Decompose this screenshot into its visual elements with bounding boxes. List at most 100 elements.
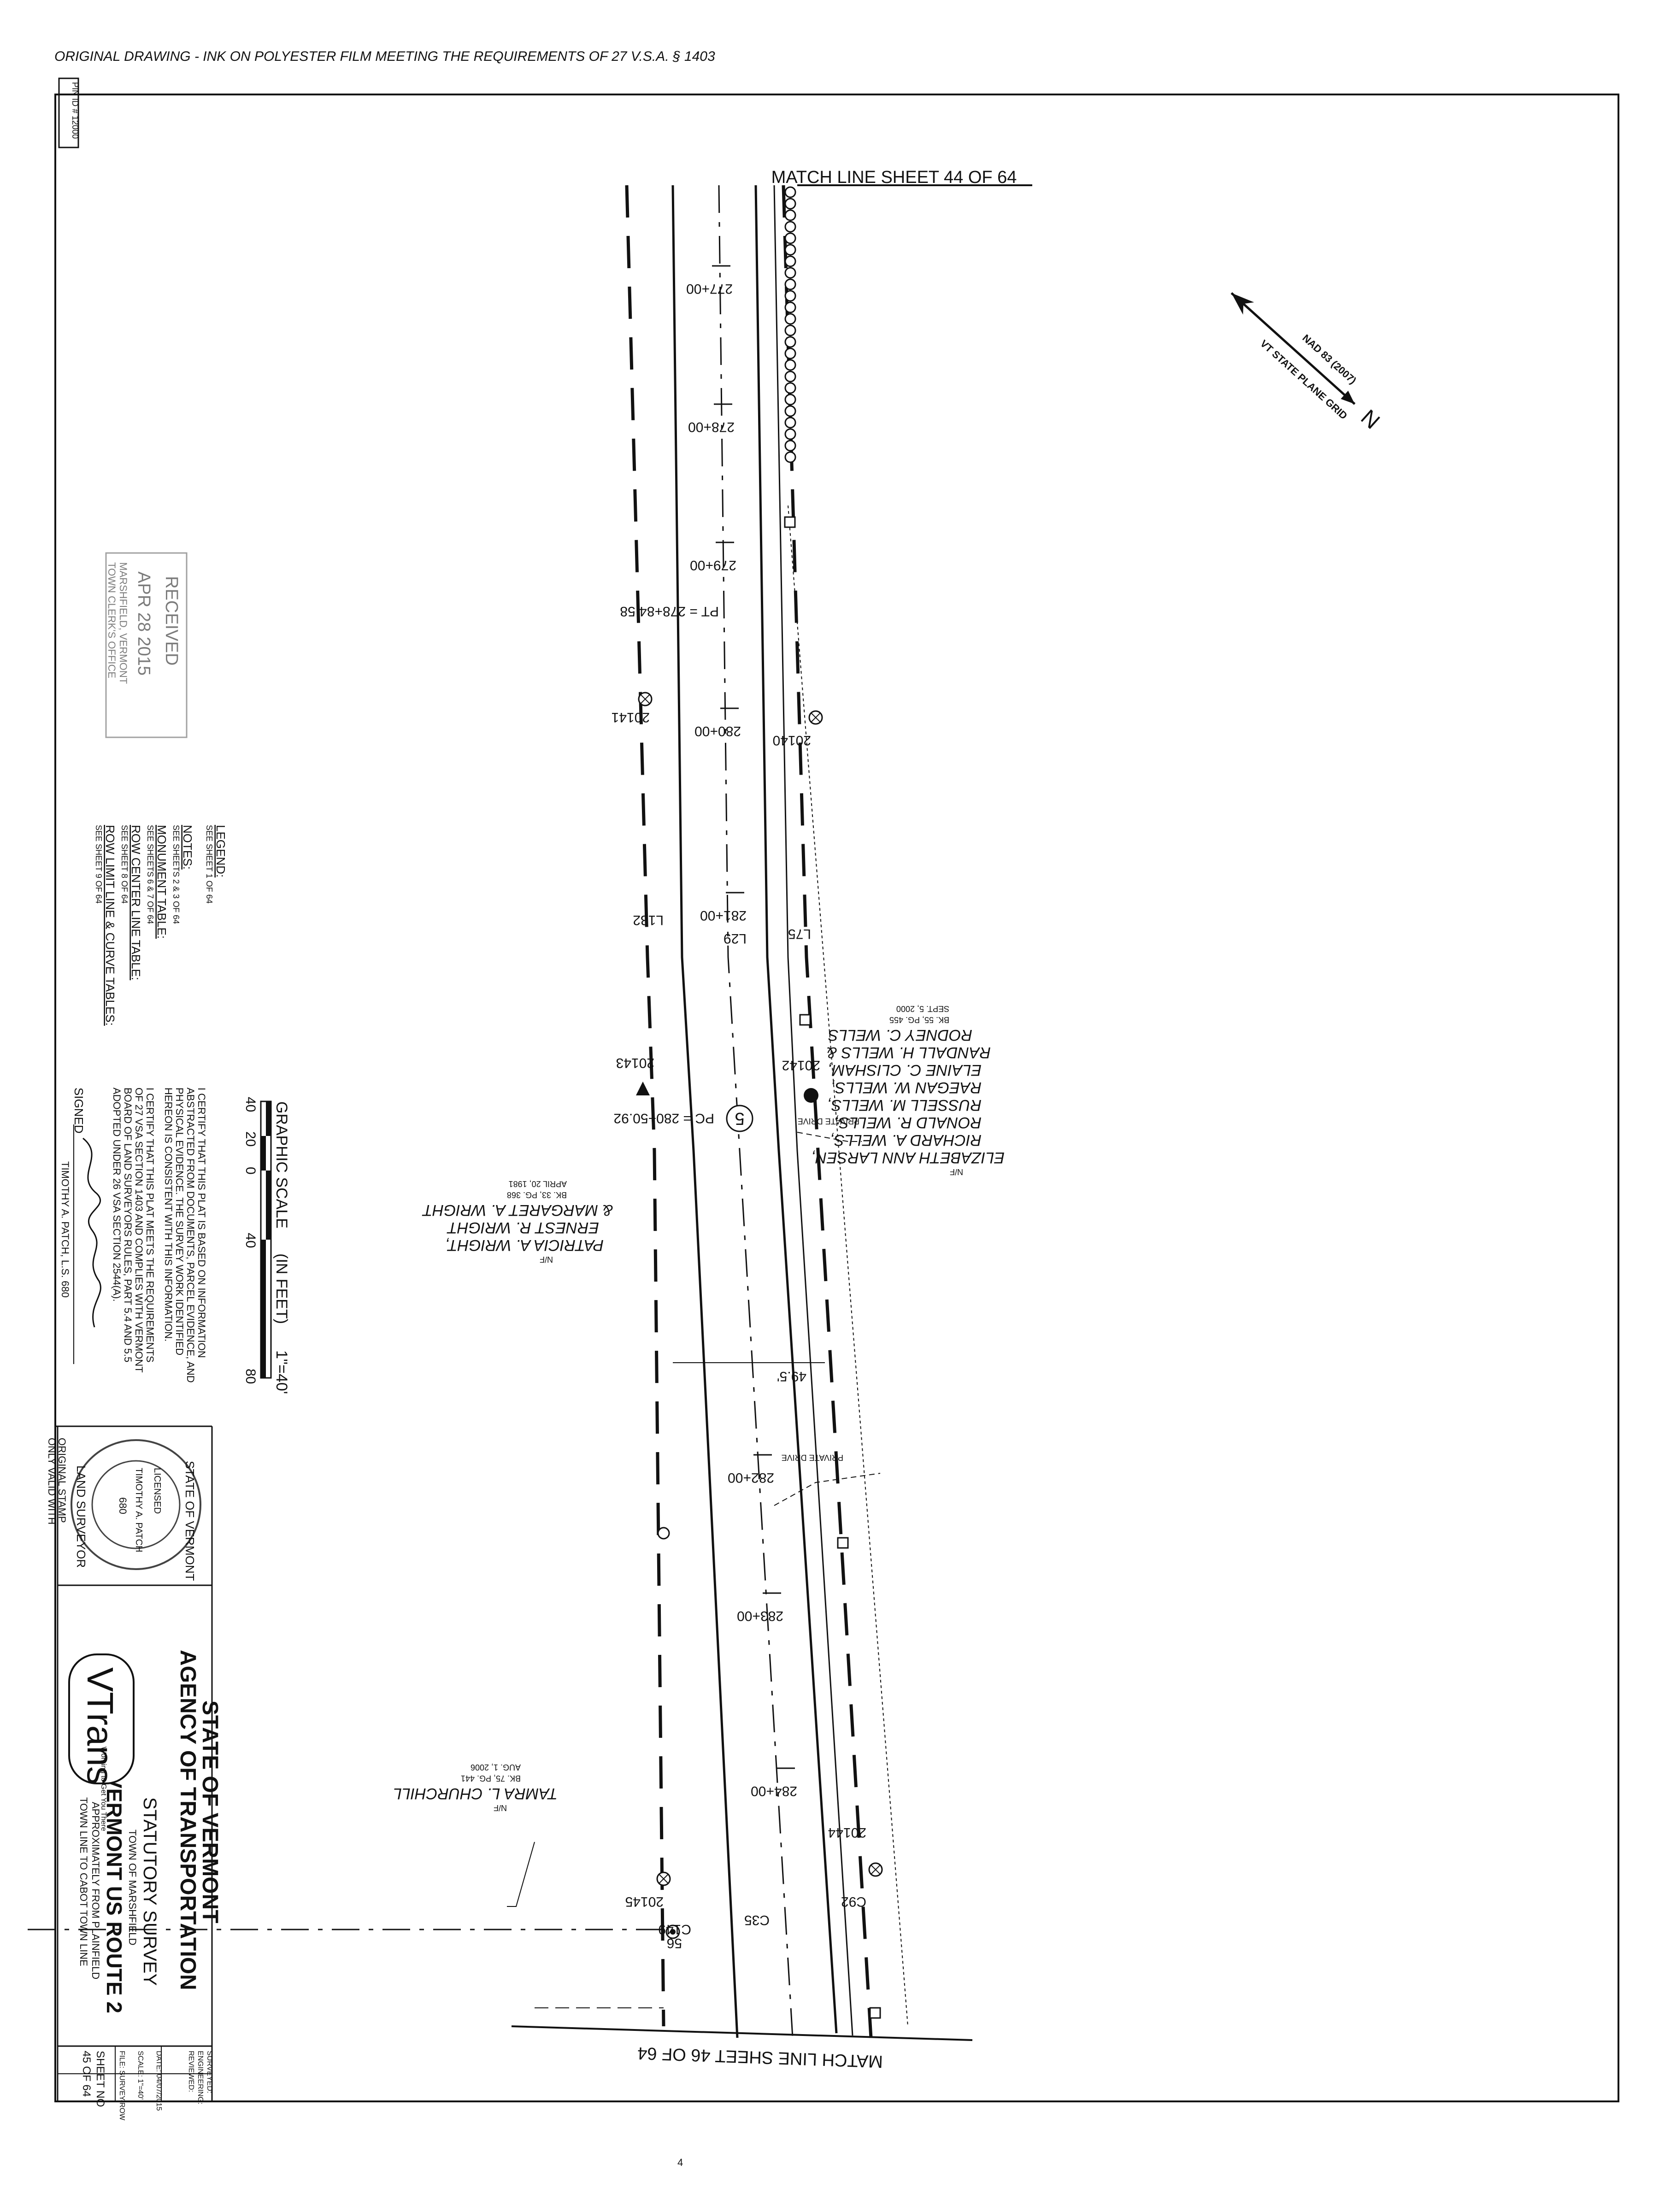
pavement-edge-south xyxy=(671,185,739,2038)
north-letter: N xyxy=(1356,405,1384,434)
svg-text:RONALD R. WELLS,: RONALD R. WELLS, xyxy=(835,1114,982,1131)
svg-text:ONLY VALID WITH: ONLY VALID WITH xyxy=(46,1438,58,1524)
svg-text:SURVEYED:: SURVEYED: xyxy=(206,2051,213,2093)
monument-20142 xyxy=(804,1088,818,1103)
svg-text:BK. 33, PG. 368: BK. 33, PG. 368 xyxy=(507,1190,567,1200)
signature xyxy=(82,1137,101,1328)
guardrail-post xyxy=(784,451,796,463)
row-limit-south xyxy=(625,185,665,2027)
svg-text:VTrans: VTrans xyxy=(80,1667,121,1785)
svg-text:AGENCY OF TRANSPORTATION: AGENCY OF TRANSPORTATION xyxy=(176,1650,200,1990)
svg-text:ADOPTED UNDER 26 VSA SECTION 2: ADOPTED UNDER 26 VSA SECTION 2544(A). xyxy=(111,1088,123,1302)
monument-20144-label: 20144 xyxy=(828,1825,866,1840)
line-label-c35: C35 xyxy=(744,1912,770,1928)
monument-20145-label: 20145 xyxy=(625,1894,664,1909)
shoulder-line xyxy=(773,185,853,2036)
svg-text:APRIL 20, 1981: APRIL 20, 1981 xyxy=(509,1179,567,1188)
svg-text:TOWN LINE TO CABOT TOWN LINE: TOWN LINE TO CABOT TOWN LINE xyxy=(78,1797,89,1966)
graphic-scale: GRAPHIC SCALE (IN FEET) 1"=40' 40 20 0 4… xyxy=(243,1097,290,1394)
svg-text:680: 680 xyxy=(117,1497,129,1514)
owner-pointer xyxy=(507,1841,535,1907)
svg-text:SEPT. 5, 2000: SEPT. 5, 2000 xyxy=(896,1004,949,1013)
utility-pole xyxy=(657,1527,670,1540)
svg-text:MONUMENT TABLE:: MONUMENT TABLE: xyxy=(155,825,169,939)
svg-text:SEE SHEET 1 OF 64: SEE SHEET 1 OF 64 xyxy=(205,825,214,904)
guardrail-post xyxy=(784,440,796,452)
svg-text:SEE SHEETS 6 & 7 OF 64: SEE SHEETS 6 & 7 OF 64 xyxy=(146,825,155,924)
svg-text:FILE: SURVEY-ROW: FILE: SURVEY-ROW xyxy=(118,2051,126,2121)
line-label-l75: L75 xyxy=(788,926,811,941)
monument-20143-label: 20143 xyxy=(616,1055,654,1071)
svg-text:BOARD OF LAND SURVEYORS RULES,: BOARD OF LAND SURVEYORS RULES, PART 5.4 … xyxy=(122,1088,134,1362)
private-drive-1-label: PRIVATE DRIVE xyxy=(798,1117,859,1126)
received-stamp: RECEIVED APR 28 2015 MARSHFIELD, VERMONT… xyxy=(105,552,188,738)
title-cells: SURVEYED: ENGINEERING: REVIEWED: DATE: 0… xyxy=(80,2051,213,2121)
station-label: 280+00 xyxy=(694,724,741,739)
svg-text:RUSSELL M. WELLS,: RUSSELL M. WELLS, xyxy=(827,1096,982,1114)
station-label: 283+00 xyxy=(737,1608,783,1624)
svg-text:RANDALL H. WELLS &: RANDALL H. WELLS & xyxy=(826,1044,991,1061)
station-label: 284+00 xyxy=(751,1783,797,1799)
svg-text:20: 20 xyxy=(243,1131,258,1147)
utility-pole xyxy=(799,1014,811,1026)
guardrail-post xyxy=(784,313,796,325)
plan-view: MATCH LINE SHEET 44 OF 64 MATCH LINE SHE… xyxy=(28,168,1032,2071)
svg-text:DATE: 04/07/2015: DATE: 04/07/2015 xyxy=(155,2051,163,2111)
match-line-top-label: MATCH LINE SHEET 44 OF 64 xyxy=(771,168,1017,187)
match-line-bottom xyxy=(511,2025,973,2041)
monument-20145 xyxy=(656,1871,671,1886)
guardrail-post xyxy=(784,186,796,198)
guardrail-post xyxy=(784,301,796,313)
svg-text:& MARGARET A. WRIGHT: & MARGARET A. WRIGHT xyxy=(422,1201,613,1219)
guardrail-post xyxy=(784,371,796,382)
line-label-c92: C92 xyxy=(841,1894,866,1909)
private-drive-2 xyxy=(774,1473,881,1506)
guardrail-post xyxy=(784,255,796,267)
owner-block-north: N/F ELIZABETH ANN LARSEN, RICHARD A. WEL… xyxy=(811,1004,1005,1177)
svg-text:45 OF 64: 45 OF 64 xyxy=(80,2051,93,2097)
guardrail-post xyxy=(784,336,796,348)
svg-text:SCALE: 1"=40': SCALE: 1"=40' xyxy=(136,2051,144,2100)
svg-text:ABSTRACTED FROM DOCUMENTS, PAR: ABSTRACTED FROM DOCUMENTS, PARCEL EVIDEN… xyxy=(185,1088,196,1383)
pt-label: PT = 278+84.58 xyxy=(620,604,719,619)
line-label-c149: C149 xyxy=(658,1922,691,1937)
svg-text:(IN FEET): (IN FEET) xyxy=(273,1253,290,1324)
page-mark: 4 xyxy=(677,2157,683,2168)
pin-box xyxy=(58,77,79,148)
svg-text:ORIGINAL STAMP: ORIGINAL STAMP xyxy=(56,1438,68,1523)
station-label: 282+00 xyxy=(728,1470,774,1485)
utility-pole xyxy=(784,516,796,528)
guardrail-post xyxy=(784,417,796,429)
header-note: ORIGINAL DRAWING - INK ON POLYESTER FILM… xyxy=(54,49,715,64)
pavement-edge-north xyxy=(754,185,838,2034)
monument-20142-label: 20142 xyxy=(782,1058,820,1073)
svg-text:TAMRA L. CHURCHILL: TAMRA L. CHURCHILL xyxy=(393,1785,558,1802)
monument-20141-label: 20141 xyxy=(612,710,650,725)
svg-text:HEREON IS CONSISTENT WITH THIS: HEREON IS CONSISTENT WITH THIS INFORMATI… xyxy=(163,1088,174,1341)
svg-text:NOTES:: NOTES: xyxy=(181,825,194,870)
svg-text:Working to Get You There: Working to Get You There xyxy=(100,1747,107,1831)
svg-text:ROW CENTER LINE TABLE:: ROW CENTER LINE TABLE: xyxy=(129,825,143,980)
line-label-l132: L132 xyxy=(633,912,664,928)
svg-text:40: 40 xyxy=(243,1097,258,1112)
vtrans-logo: VTrans Working to Get You There xyxy=(68,1653,135,1831)
svg-text:LAND SURVEYOR: LAND SURVEYOR xyxy=(74,1465,88,1568)
svg-text:MARSHFIELD, VERMONT: MARSHFIELD, VERMONT xyxy=(118,562,129,684)
svg-text:LICENSED: LICENSED xyxy=(152,1468,162,1514)
svg-text:N/F: N/F xyxy=(950,1167,963,1177)
station-label: 281+00 xyxy=(700,908,747,923)
svg-text:1"=40': 1"=40' xyxy=(273,1350,290,1394)
line-label-l29: L29 xyxy=(724,931,747,946)
width-dimension-label: 49.5' xyxy=(777,1369,806,1384)
guardrail-post xyxy=(784,267,796,279)
title-block xyxy=(55,1425,213,2101)
svg-text:RAEGAN W. WELLS,: RAEGAN W. WELLS, xyxy=(831,1079,982,1096)
guardrail-post xyxy=(784,209,796,221)
monument-20143 xyxy=(636,1082,650,1095)
svg-text:STATUTORY SURVEY: STATUTORY SURVEY xyxy=(140,1797,160,1986)
center-line xyxy=(718,185,794,2038)
svg-text:PATRICIA A. WRIGHT,: PATRICIA A. WRIGHT, xyxy=(445,1236,604,1254)
guardrail-post xyxy=(784,394,796,406)
monument-56 xyxy=(665,1924,680,1939)
utility-pole xyxy=(837,1537,849,1549)
